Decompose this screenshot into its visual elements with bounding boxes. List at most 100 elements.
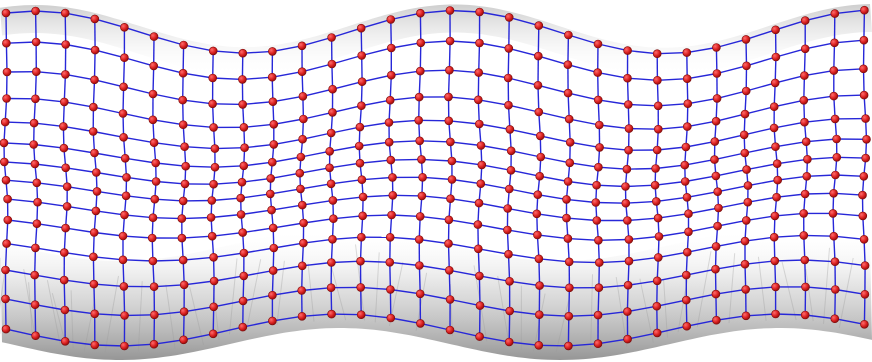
mesh-node <box>387 314 395 322</box>
mesh-node <box>120 23 128 31</box>
mesh-edge-horizontal <box>627 169 656 170</box>
mesh-node <box>742 216 750 224</box>
mesh-edge-vertical <box>509 311 510 342</box>
mesh-node <box>210 303 218 311</box>
mesh-node <box>505 185 513 193</box>
mesh-node <box>386 258 394 266</box>
mesh-node <box>683 322 691 330</box>
mesh-node <box>269 224 277 232</box>
mesh-node <box>91 15 99 23</box>
mesh-edge-horizontal <box>389 120 419 122</box>
mesh-edge-vertical <box>124 286 125 315</box>
mesh-edge-horizontal <box>775 76 804 83</box>
mesh-node <box>624 335 632 343</box>
mesh-edge-horizontal <box>835 40 864 43</box>
mesh-node <box>744 198 752 206</box>
mesh-node <box>298 42 306 50</box>
mesh-node <box>2 266 10 274</box>
mesh-node <box>446 138 454 146</box>
mesh-node <box>149 257 157 265</box>
mesh-edge-horizontal <box>715 153 745 160</box>
mesh-node <box>742 285 750 293</box>
mesh-edge-horizontal <box>452 161 482 165</box>
mesh-node <box>120 282 128 290</box>
mesh-edge-horizontal <box>834 69 864 71</box>
mesh-node <box>32 38 40 46</box>
mesh-edge-horizontal <box>64 253 93 257</box>
mesh-node <box>802 283 810 291</box>
mesh-edge-vertical <box>568 35 569 65</box>
mesh-node <box>713 94 721 102</box>
mesh-edge-horizontal <box>805 43 834 49</box>
mesh-edge-horizontal <box>834 193 863 195</box>
mesh-node <box>386 96 394 104</box>
mesh-edge-horizontal <box>659 232 689 237</box>
mesh-node <box>595 121 603 129</box>
mesh-node <box>535 341 543 349</box>
mesh-edge-horizontal <box>598 100 628 105</box>
mesh-edge-horizontal <box>8 220 37 224</box>
mesh-node <box>150 340 158 348</box>
mesh-edge-horizontal <box>66 228 95 232</box>
mesh-edge-horizontal <box>656 197 687 201</box>
mesh-node <box>801 118 809 126</box>
mesh-edge-horizontal <box>389 141 420 142</box>
mesh-edge-horizontal <box>65 74 94 79</box>
mesh-node <box>505 44 513 52</box>
mesh-node <box>415 116 423 124</box>
mesh-node <box>93 187 101 195</box>
mesh-node <box>121 154 129 162</box>
mesh-node <box>771 257 779 265</box>
mesh-edge-vertical <box>65 13 66 44</box>
mesh-node <box>92 207 100 215</box>
mesh-node <box>326 164 334 172</box>
mesh-node <box>299 92 307 100</box>
mesh-node <box>148 234 156 242</box>
mesh-node <box>119 232 127 240</box>
mesh-node <box>593 181 601 189</box>
mesh-edge-vertical <box>124 58 125 87</box>
mesh-edge-horizontal <box>658 127 687 130</box>
mesh-node <box>359 212 367 220</box>
mesh-edge-horizontal <box>67 187 97 192</box>
mesh-edge-vertical <box>449 270 450 299</box>
mesh-node <box>859 191 867 199</box>
mesh-node <box>151 195 159 203</box>
mesh-edge-horizontal <box>4 143 34 145</box>
mesh-node <box>478 161 486 169</box>
mesh-edge-horizontal <box>837 157 866 158</box>
mesh-edge-horizontal <box>569 262 599 263</box>
mesh-edge-horizontal <box>330 146 360 151</box>
mesh-node <box>712 44 720 52</box>
mesh-node <box>207 214 215 222</box>
mesh-node <box>505 101 513 109</box>
mesh-node <box>269 98 277 106</box>
mesh-edge-horizontal <box>125 158 156 163</box>
mesh-edge-horizontal <box>775 260 805 261</box>
mesh-node <box>387 156 395 164</box>
mesh-edge-horizontal <box>64 148 95 153</box>
mesh-node <box>536 132 544 140</box>
mesh-edge-horizontal <box>776 142 807 147</box>
mesh-node <box>831 115 839 123</box>
mesh-node <box>32 332 40 340</box>
mesh-node <box>240 249 248 257</box>
mesh-node <box>120 133 128 141</box>
mesh-edge-horizontal <box>360 160 391 163</box>
mesh-edge-horizontal <box>123 236 152 238</box>
mesh-edge-horizontal <box>361 100 390 106</box>
mesh-edge-horizontal <box>423 177 452 179</box>
mesh-edge-horizontal <box>657 147 686 150</box>
mesh-edge-horizontal <box>243 228 274 233</box>
mesh-node <box>623 217 631 225</box>
mesh-edge-horizontal <box>4 162 35 164</box>
mesh-node <box>180 336 188 344</box>
mesh-node <box>210 253 218 261</box>
mesh-edge-horizontal <box>390 97 419 100</box>
mesh-node <box>2 39 10 47</box>
mesh-edge-horizontal <box>127 177 157 181</box>
mesh-edge-horizontal <box>67 206 96 211</box>
mesh-node <box>3 240 11 248</box>
mesh-node <box>860 36 868 44</box>
mesh-node <box>506 125 514 133</box>
